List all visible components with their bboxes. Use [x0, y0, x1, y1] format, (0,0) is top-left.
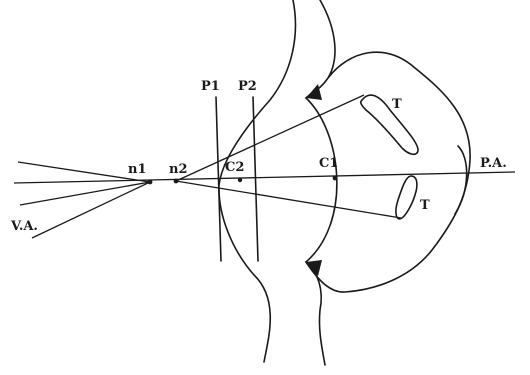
ray-to-lower-target: [176, 181, 401, 218]
principal-plane-p2: [253, 97, 258, 261]
label-c2: C2: [225, 160, 244, 175]
c1-point: [333, 176, 338, 181]
lower-target: [396, 176, 417, 219]
visual-axis-line: [32, 182, 150, 238]
label-c1: C1: [319, 156, 338, 171]
ray-lower-left: [20, 182, 150, 205]
outer-body-outline: [306, 52, 470, 292]
back-outline-lower: [306, 262, 325, 365]
front-surface-outline: [219, 0, 296, 362]
label-n1: n1: [128, 162, 147, 177]
label-target-upper: T: [392, 97, 402, 112]
lens-surface: [306, 98, 337, 262]
n1-point: [148, 180, 153, 185]
upper-target: [361, 95, 418, 154]
label-visual-axis: V.A.: [10, 219, 38, 234]
label-target-lower: T: [420, 198, 430, 213]
label-principal-axis: P.A.: [480, 156, 507, 171]
back-outline-upper: [306, 0, 335, 98]
c2-point: [238, 178, 242, 182]
principal-axis-line: [14, 172, 515, 183]
right-bulge: [455, 146, 467, 214]
label-n2: n2: [169, 162, 188, 177]
label-p1: P1: [201, 79, 220, 94]
label-p2: P2: [238, 79, 257, 94]
